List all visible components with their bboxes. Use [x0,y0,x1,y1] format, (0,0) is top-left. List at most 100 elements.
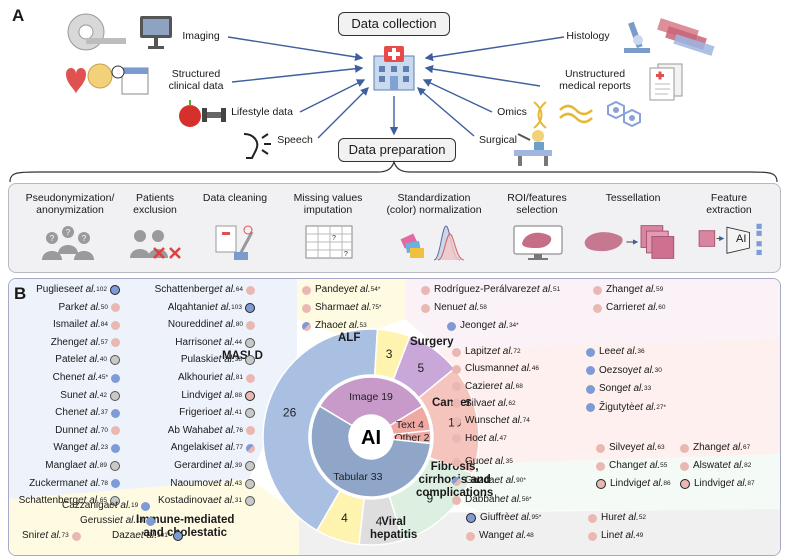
reference-author: Giuffrè [480,512,510,523]
reference-number: 46 [531,365,539,373]
reference-et-al: et al. [74,284,97,295]
reference-author: Gerussi [80,515,115,526]
reference-number: 33 [644,385,652,393]
reference-dot-image [71,531,81,541]
reference-number: 19 [130,502,139,509]
reference-et-al: et al. [78,460,100,471]
reference-masld-right: Ab Wahab et al.76 [168,425,255,437]
reference-number: 73 [61,532,69,539]
reference-dot-text [245,408,255,419]
reference-number: 35 [505,458,513,465]
reference-author: Chen [52,372,77,383]
inner-slice-tabular [310,405,432,498]
reference-surgery: Zhang et al.59 [593,284,663,296]
reference-author: Naoumov [170,477,214,489]
omics-icon [533,100,641,129]
reference-number: 70 [100,426,108,434]
reference-dot-text [245,496,255,507]
reference-number: 59 [656,286,664,293]
data-cleaning-icon [215,225,254,260]
reference-author: Wunsch [465,415,501,427]
reference-author: Patel [55,354,79,366]
reference-cancer-right: Oezsoy et al.30 [586,365,662,377]
reference-author: Lee [599,346,616,357]
reference-author: Wang [53,442,80,454]
reference-cancer-right: Song et al.33 [586,383,651,395]
reference-dot-image [452,416,461,426]
step-roi-selection: ROI/features selection [507,192,567,216]
category-viral: Viral hepatitis [370,516,418,541]
outer-value-label: 3 [386,347,393,361]
reference-et-al: et al. [214,442,236,454]
reference-et-al: et al. [79,477,101,489]
surgical-icon [514,130,552,166]
reference-et-al: et al. [457,302,480,313]
reference-dot-image [246,320,255,330]
outer-slice-immune-mediated-and-cholestatic [315,489,365,546]
reference-dot-image_ring [245,390,255,401]
reference-fibrosis-right: Lindvig et al.86 [596,478,671,490]
reference-masld-left: Mangla et al.89 [45,460,120,472]
reference-surgery: Nenu et al.58 [421,302,487,314]
reference-author: Pugliese [36,284,75,295]
reference-cancer-left: Cazier et al.68 [452,381,523,393]
step-pseudonymization: Pseudonymization/ anonymization [25,192,115,216]
reference-dot-image [302,285,311,295]
imputation-table-icon: ?? [305,225,353,259]
reference-author: Clusmann [465,363,511,375]
reference-dot-tabular [146,516,156,526]
reference-et-al: et al. [214,424,236,436]
reference-number: 44 [234,338,242,346]
reference-author: Dunn [55,424,80,436]
reference-dot-image [593,303,602,313]
reference-author: Zheng [50,336,80,348]
reference-dot-mixed [302,321,311,331]
category-cancer: Cancer [432,397,471,410]
reference-dot-tabular [111,373,120,383]
reference-alf: Sharma et al.75* [302,302,381,314]
reference-author: Ismail [52,319,80,331]
source-lifestyle: Lifestyle data [231,106,293,118]
reference-dot-image [421,303,430,313]
reference-masld-right: Alqahtani et al.103 [168,302,255,314]
collection-arrows [227,36,565,139]
reference-dot-image [452,457,461,467]
reference-dot-image [588,531,597,541]
reference-viral: Giuffrè et al.95* [466,512,541,524]
reference-masld-right: Alkhouri et al.81 [178,372,255,384]
step-feature-extraction: Feature extraction [706,192,752,216]
roi-selection-icon [513,225,563,260]
reference-masld-right: Pulaski et al.38 [181,354,255,366]
reference-number: 57 [100,338,108,346]
reference-dot-image [421,285,430,295]
donut-center-label: AI [361,427,381,449]
reference-immune: Daza et al.101* [112,530,184,542]
reference-number: 101* [157,532,171,539]
reference-author: Angelakis [170,442,215,454]
reference-number: 37 [100,409,108,417]
data-preparation-label: Data preparation [338,138,456,162]
source-structured: Structured clinical data [168,68,224,92]
reference-dot-tabular_ring [110,285,120,295]
panel-b-letter: B [14,284,27,303]
reference-et-al: et al. [635,442,658,453]
reference-number: 81 [235,374,243,381]
reference-dot-image [596,443,605,453]
reference-dot-image [246,285,255,295]
reference-et-al: et al. [213,477,235,489]
reference-number: 87 [747,480,755,487]
reference-viral: Lin et al.49 [588,530,643,542]
reference-dot-tabular [586,384,595,394]
reference-author: Chang [609,460,639,471]
reference-dot-image [452,434,461,443]
reference-cancer-left: Wunsch et al.74 [452,415,530,427]
reference-number: 43 [234,479,242,487]
reference-masld-left: Chen et al.45* [53,372,120,384]
reference-et-al: et al. [135,530,158,541]
inner-value-label: Image 19 [349,391,393,403]
reference-dot-mixed [246,443,255,453]
reference-immune: Cazzaniga et al.19 [62,500,151,512]
reference-dot-image [452,347,461,357]
reference-number: 76 [235,426,243,434]
reference-author: Guo [465,456,484,467]
